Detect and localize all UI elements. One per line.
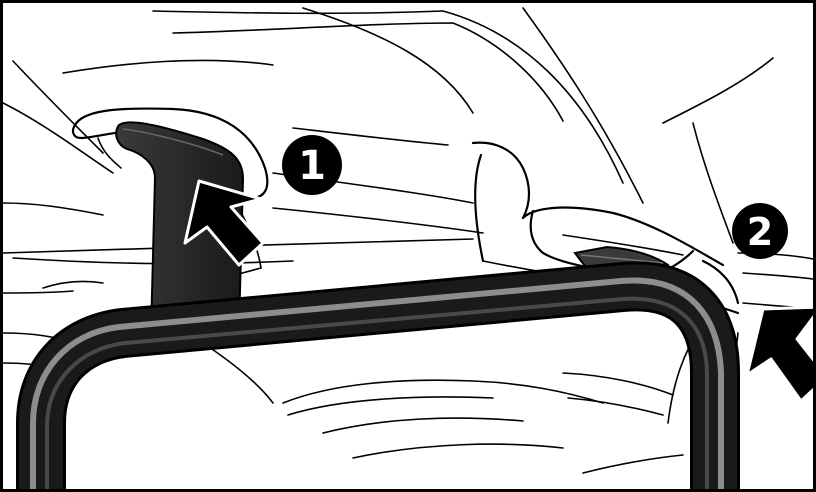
arrow-2 xyxy=(745,305,813,403)
tubular-frame xyxy=(16,261,740,489)
line-drawing: 1 2 xyxy=(3,7,813,489)
callout-1: 1 xyxy=(282,135,342,195)
callout-2: 2 xyxy=(732,203,788,259)
arrow-1 xyxy=(183,179,265,267)
callout-1-label: 1 xyxy=(298,143,326,189)
callout-2-label: 2 xyxy=(747,210,773,254)
bracket-1 xyxy=(115,121,245,335)
